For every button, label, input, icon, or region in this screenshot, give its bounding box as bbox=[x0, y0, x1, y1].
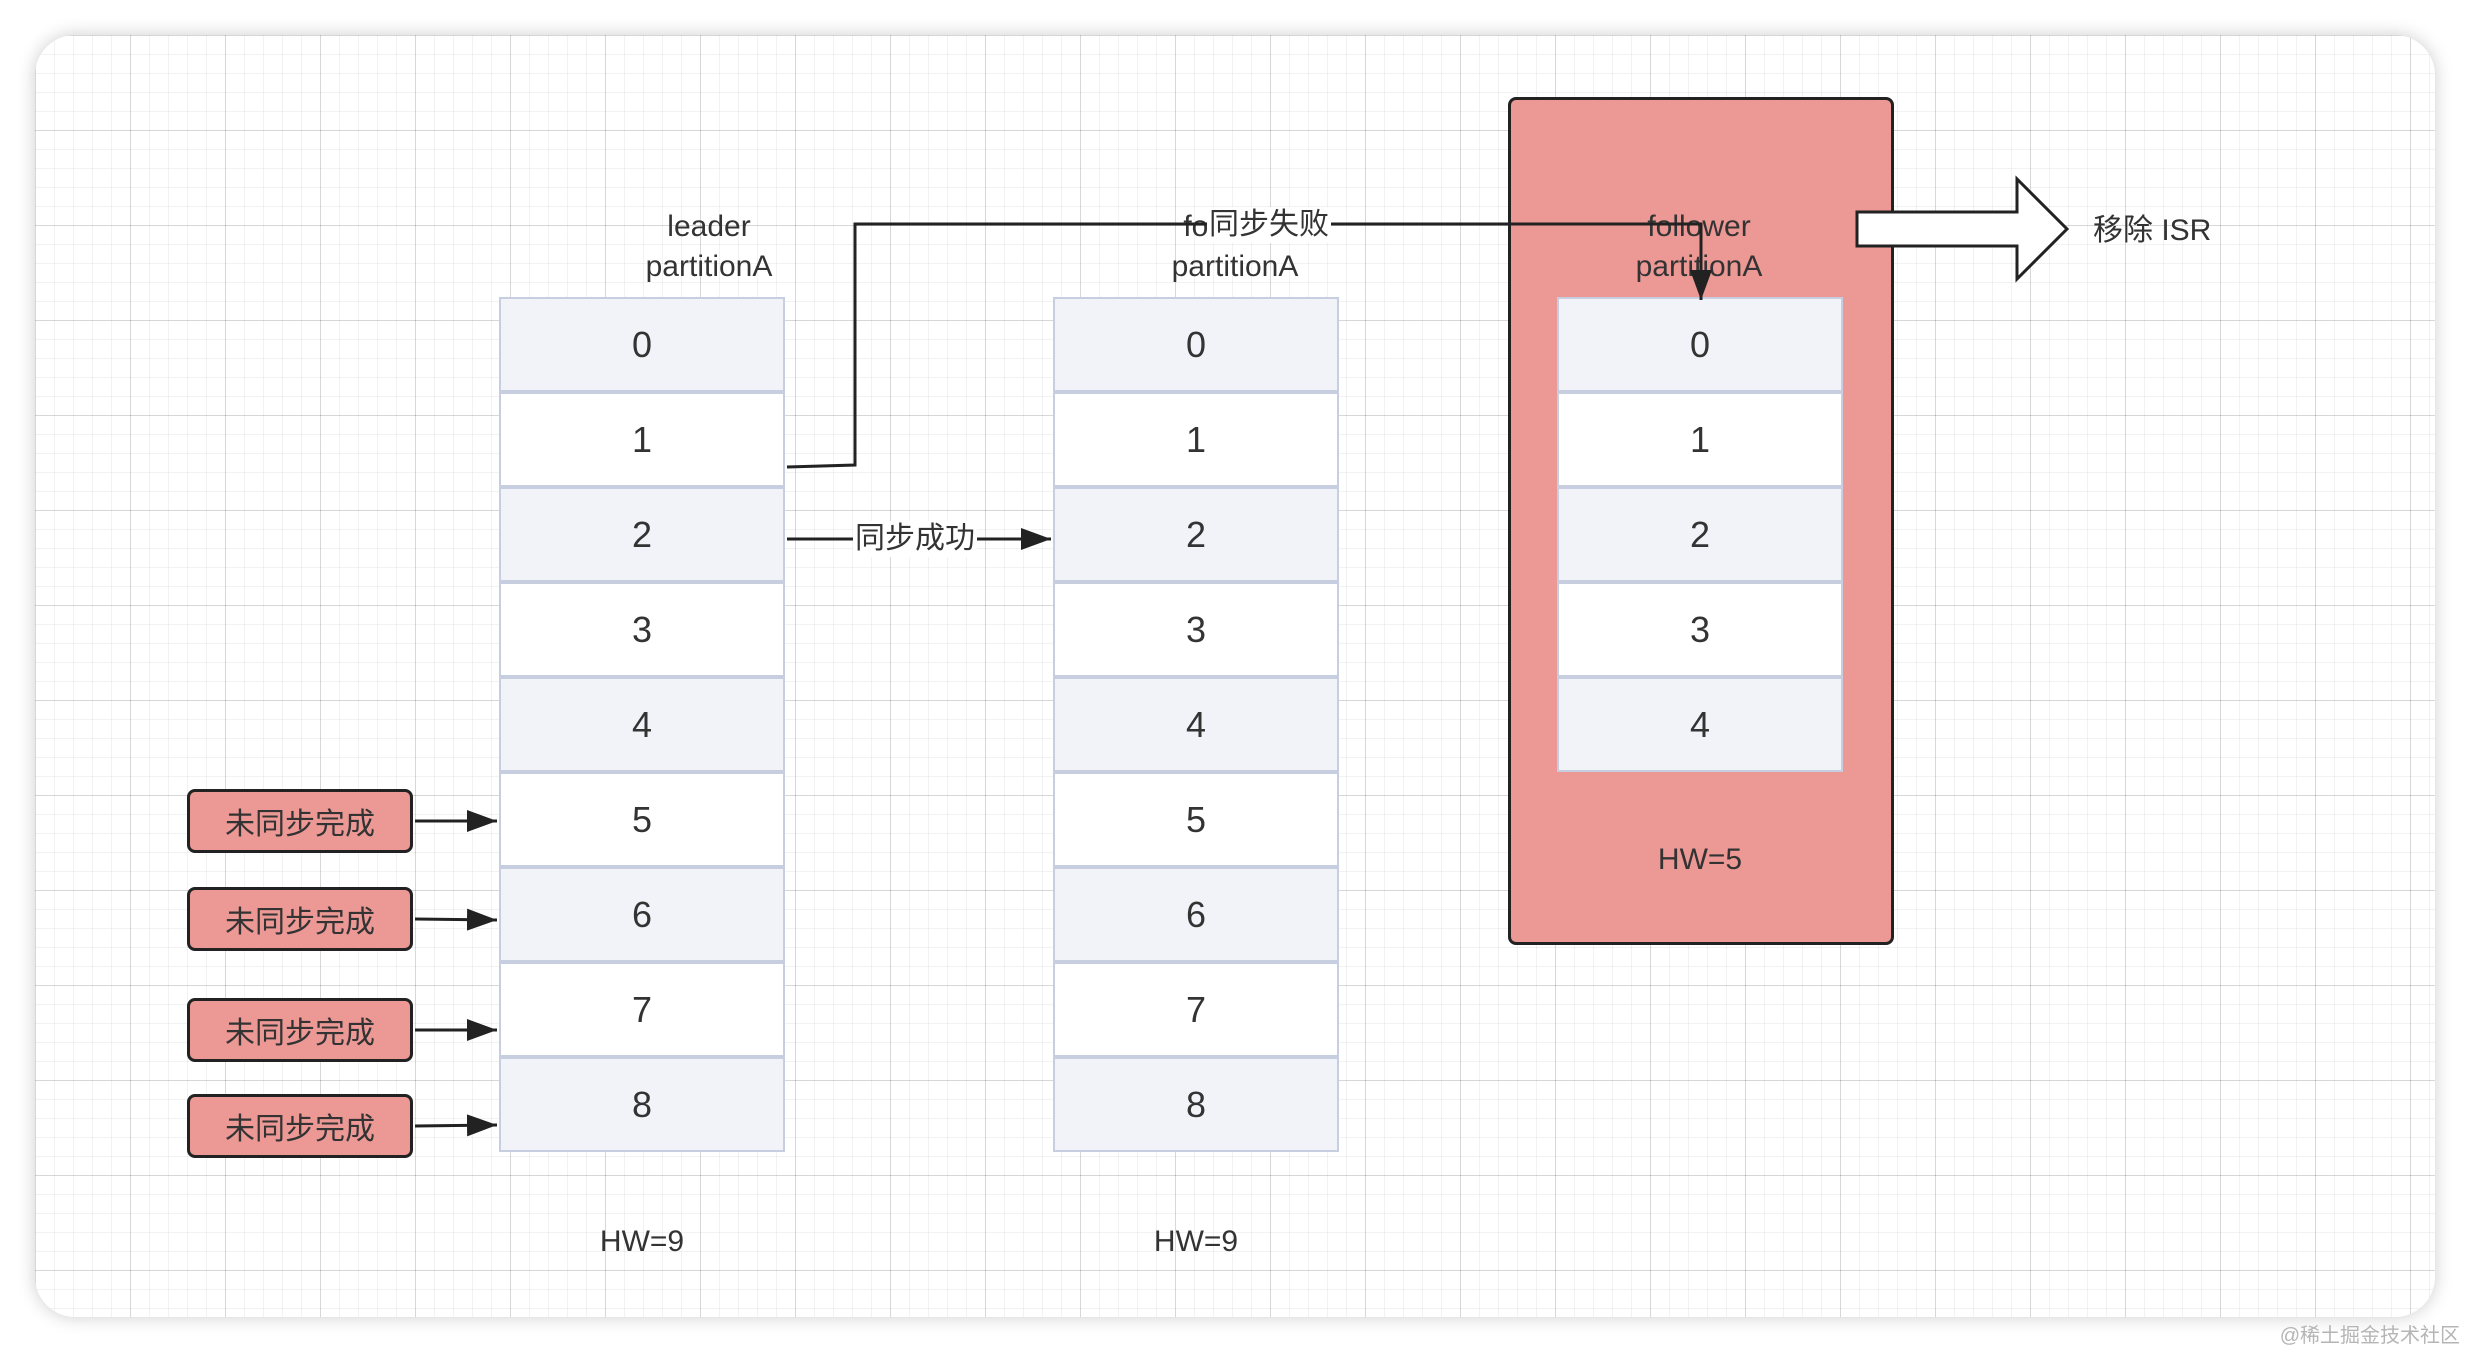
leader-cell-4: 4 bbox=[499, 677, 785, 772]
leader-cell-8: 8 bbox=[499, 1057, 785, 1152]
leader-title-line1: leader bbox=[667, 210, 751, 243]
lagging-follower-title: follower partitionA bbox=[1599, 207, 1799, 287]
sync-fail-connector bbox=[786, 222, 1712, 469]
leader-cell-1: 1 bbox=[499, 392, 785, 487]
follower-cell-0: 0 bbox=[1053, 297, 1339, 392]
lagging-cell-0: 0 bbox=[1557, 297, 1843, 392]
diagram-canvas: leader partitionA 0 1 2 3 4 5 6 7 8 HW=9… bbox=[35, 35, 2435, 1317]
follower-cell-2: 2 bbox=[1053, 487, 1339, 582]
pending-arrow-6 bbox=[414, 908, 498, 931]
leader-cell-5: 5 bbox=[499, 772, 785, 867]
leader-cell-6: 6 bbox=[499, 867, 785, 962]
remove-isr-block-arrow bbox=[1855, 175, 2070, 283]
lagging-follower-title-line1: follower bbox=[1647, 210, 1751, 243]
leader-title-line2: partitionA bbox=[645, 250, 773, 283]
pending-sync-tag-7: 未同步完成 bbox=[187, 998, 413, 1062]
pending-sync-tag-5: 未同步完成 bbox=[187, 789, 413, 853]
sync-success-label: 同步成功 bbox=[853, 521, 977, 557]
follower-title-line2: partitionA bbox=[1171, 250, 1299, 283]
lagging-cell-3: 3 bbox=[1557, 582, 1843, 677]
lagging-hw-label: HW=5 bbox=[1657, 843, 1743, 876]
remove-isr-label: 移除 ISR bbox=[2093, 214, 2212, 247]
leader-cell-3: 3 bbox=[499, 582, 785, 677]
lagging-cell-4: 4 bbox=[1557, 677, 1843, 772]
sync-fail-label: 同步失败 bbox=[1207, 207, 1331, 243]
follower-cell-1: 1 bbox=[1053, 392, 1339, 487]
follower-cell-6: 6 bbox=[1053, 867, 1339, 962]
leader-partition-title: leader partitionA bbox=[589, 207, 829, 287]
connector-layer bbox=[414, 175, 2070, 1137]
follower-cell-4: 4 bbox=[1053, 677, 1339, 772]
follower-cell-5: 5 bbox=[1053, 772, 1339, 867]
follower-cell-3: 3 bbox=[1053, 582, 1339, 677]
leader-cell-2: 2 bbox=[499, 487, 785, 582]
leader-hw-label: HW=9 bbox=[599, 1225, 685, 1258]
follower-cell-8: 8 bbox=[1053, 1057, 1339, 1152]
lagging-cell-2: 2 bbox=[1557, 487, 1843, 582]
leader-cell-0: 0 bbox=[499, 297, 785, 392]
follower-hw-label: HW=9 bbox=[1153, 1225, 1239, 1258]
pending-sync-tag-8: 未同步完成 bbox=[187, 1094, 413, 1158]
pending-sync-tag-6: 未同步完成 bbox=[187, 887, 413, 951]
pending-arrow-8 bbox=[414, 1114, 498, 1137]
lagging-cell-1: 1 bbox=[1557, 392, 1843, 487]
watermark-text: @稀土掘金技术社区 bbox=[2279, 1325, 2460, 1347]
leader-cell-7: 7 bbox=[499, 962, 785, 1057]
follower-cell-7: 7 bbox=[1053, 962, 1339, 1057]
